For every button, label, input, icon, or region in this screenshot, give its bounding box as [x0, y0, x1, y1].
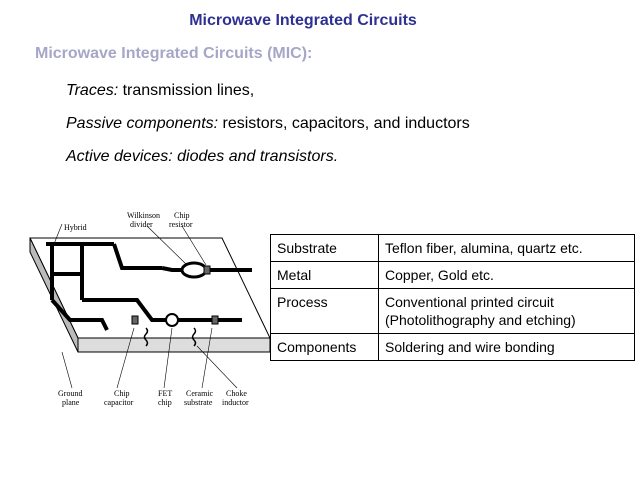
- table-key: Process: [270, 288, 379, 334]
- choke-inductor: [191, 327, 197, 347]
- table-row: Substrate Teflon fiber, alumina, quartz …: [270, 234, 635, 262]
- label-divider: divider: [130, 220, 153, 229]
- leader-lines: [53, 223, 238, 389]
- label-hybrid: Hybrid: [64, 223, 87, 232]
- bullet-passive: Passive components: resistors, capacitor…: [66, 115, 470, 134]
- bullet-label: Passive components:: [66, 115, 219, 132]
- properties-table: Substrate Teflon fiber, alumina, quartz …: [270, 234, 635, 361]
- transmission-lines: [50, 243, 252, 331]
- substrate-front: [77, 337, 271, 353]
- slide-subtitle: Microwave Integrated Circuits (MIC):: [35, 45, 313, 62]
- label-substrate: substrate: [184, 398, 213, 407]
- bullet-active: Active devices: diodes and transistors.: [66, 148, 470, 167]
- bullet-text: resistors, capacitors, and inductors: [218, 115, 470, 132]
- slide-title: Microwave Integrated Circuits: [189, 12, 417, 29]
- choke-inductor-2: [143, 327, 149, 347]
- label-chip-cap-2: capacitor: [104, 398, 134, 407]
- hybrid-coupler: [46, 242, 114, 300]
- table-row: Metal Copper, Gold etc.: [270, 261, 635, 289]
- label-plane: plane: [62, 398, 80, 407]
- label-chip-cap-1: Chip: [114, 389, 130, 398]
- table-key: Substrate: [270, 234, 379, 262]
- fet-chip: [165, 313, 179, 327]
- table-row: Process Conventional printed circuit (Ph…: [270, 288, 635, 334]
- table-key: Metal: [270, 261, 379, 289]
- wilkinson-divider: [180, 261, 208, 279]
- table-row: Components Soldering and wire bonding: [270, 333, 635, 361]
- bullet-text: transmission lines,: [118, 82, 255, 99]
- label-chip-resistor-2: resistor: [169, 220, 193, 229]
- table-value: Copper, Gold etc.: [378, 261, 635, 289]
- table-value: Teflon fiber, alumina, quartz etc.: [378, 234, 635, 262]
- chip-resistor: [203, 265, 211, 275]
- label-fet-chip: chip: [158, 398, 172, 407]
- chip-capacitor: [131, 315, 139, 325]
- ceramic-substrate: [211, 315, 219, 325]
- label-ground: Ground: [58, 389, 82, 398]
- label-fet: FET: [158, 389, 172, 398]
- label-chip-resistor-1: Chip: [174, 211, 190, 220]
- label-choke: Choke: [226, 389, 247, 398]
- label-inductor: inductor: [222, 398, 249, 407]
- bullet-traces: Traces: transmission lines,: [66, 82, 470, 101]
- mic-circuit-diagram: Hybrid Wilkinson divider Chip resistor G…: [29, 211, 271, 407]
- bullet-list: Traces: transmission lines, Passive comp…: [66, 82, 470, 181]
- table-value: Soldering and wire bonding: [378, 333, 635, 361]
- table-value: Conventional printed circuit (Photolitho…: [378, 288, 635, 334]
- bullet-label: Traces:: [66, 82, 119, 99]
- label-wilkinson: Wilkinson: [127, 211, 160, 220]
- label-ceramic: Ceramic: [186, 389, 214, 398]
- bullet-label: Active devices: diodes and transistors.: [66, 148, 339, 165]
- table-key: Components: [270, 333, 379, 361]
